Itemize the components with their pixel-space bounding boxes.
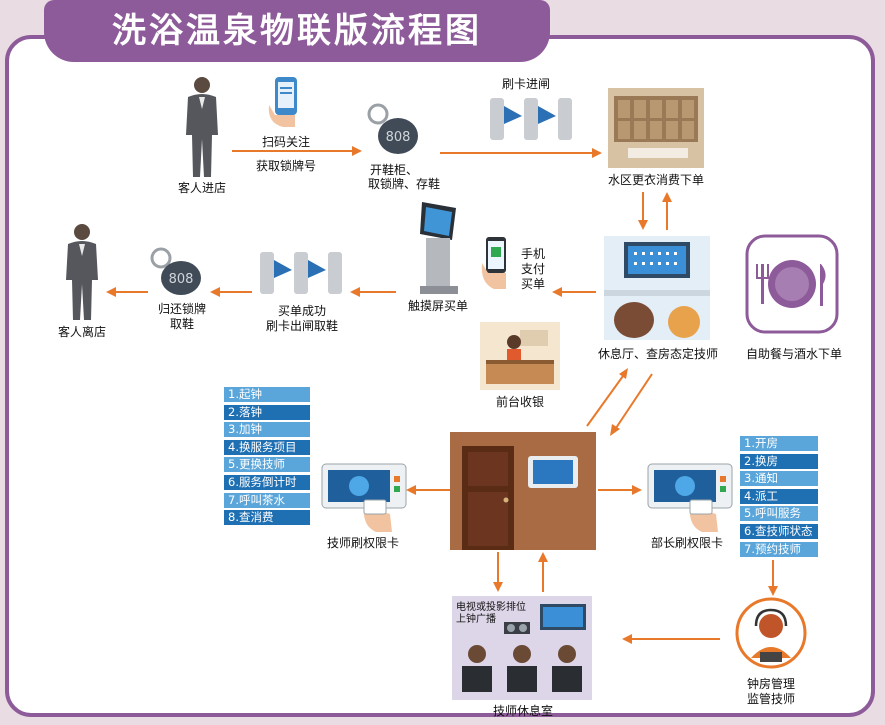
- arrow-left: [622, 634, 720, 644]
- arrow-diagonal-up: [585, 368, 631, 428]
- list-item: 2.落钟: [224, 404, 310, 420]
- arrow-diagonal-down: [608, 372, 654, 436]
- turnstile-gate-icon: [256, 248, 346, 298]
- arrow-down: [638, 192, 648, 230]
- scan-follow-label: 扫码关注: [261, 135, 310, 149]
- water-area-label: 水区更衣消费下单: [607, 173, 704, 187]
- arrow-up: [538, 552, 548, 592]
- list-item: 3.通知: [740, 471, 818, 487]
- mobile-pay-label-3: 买单: [520, 277, 545, 291]
- manager-card-terminal-icon: [646, 462, 736, 534]
- list-item: 6.查技师状态: [740, 524, 818, 539]
- tv-broadcast-label-2: 上钟广播: [456, 614, 496, 625]
- arrow-left: [106, 287, 148, 297]
- technician-lounge-scene: 电视或投影排位 上钟广播: [452, 596, 592, 700]
- list-item: 4.换服务项目: [224, 439, 310, 455]
- checkout-label-1: 买单成功: [277, 304, 326, 318]
- list-item: 5.更换技师: [224, 457, 310, 473]
- open-cabinet-label-1: 开鞋柜、: [369, 163, 418, 177]
- locker-room-photo: [608, 88, 704, 168]
- lounge-scene-icon: [604, 236, 710, 340]
- list-item: 7.呼叫茶水: [224, 492, 310, 508]
- bell-room-label-2: 监管技师: [746, 692, 795, 706]
- front-desk-label: 前台收银: [495, 395, 544, 409]
- list-item: 4.派工: [740, 488, 818, 504]
- room-door-icon: [450, 432, 596, 550]
- technician-card-label: 技师刷权限卡: [326, 536, 399, 550]
- arrow-down: [493, 552, 503, 592]
- open-cabinet-label-2: 取锁牌、存鞋: [367, 177, 440, 191]
- guest-in-label: 客人进店: [177, 181, 226, 195]
- lock-tag-number: 808: [169, 272, 194, 287]
- list-item: 1.开房: [740, 436, 818, 451]
- list-item: 1.起钟: [224, 387, 310, 402]
- arrow-left: [406, 485, 450, 495]
- lock-tag-icon: 808: [145, 245, 205, 299]
- title-banner: [44, 0, 550, 62]
- manager-card-label: 部长刷权限卡: [650, 536, 723, 550]
- return-tag-label-2: 取鞋: [169, 317, 194, 331]
- list-item: 3.加钟: [224, 422, 310, 438]
- touch-screen-label: 触摸屏买单: [407, 299, 468, 313]
- guest-out-label: 客人离店: [57, 325, 106, 339]
- tv-broadcast-label-1: 电视或投影排位: [456, 602, 526, 613]
- buffet-label: 自助餐与酒水下单: [745, 347, 842, 361]
- arrow-right: [598, 485, 642, 495]
- return-tag-label-1: 归还锁牌: [157, 302, 206, 316]
- turnstile-gate-icon: [486, 94, 576, 144]
- guest-out-icon: [60, 222, 104, 322]
- kiosk-icon: [412, 200, 462, 296]
- bell-room-label-1: 钟房管理: [746, 677, 795, 691]
- checkout-label-2: 刷卡出闸取鞋: [265, 319, 338, 333]
- list-item: 5.呼叫服务: [740, 506, 818, 522]
- arrow-left: [350, 287, 396, 297]
- get-lock-number-label: 获取锁牌号: [255, 159, 316, 173]
- list-item: 8.查消费: [224, 510, 310, 526]
- arrow-right: [232, 146, 362, 156]
- list-item: 2.换房: [740, 453, 818, 469]
- mobile-pay-label-2: 支付: [520, 262, 545, 276]
- list-item: 6.服务倒计时: [224, 475, 310, 490]
- front-desk-icon: [480, 322, 560, 390]
- technician-lounge-label: 技师休息室: [492, 704, 553, 718]
- mobile-pay-label-1: 手机: [520, 247, 545, 261]
- lock-tag-number: 808: [386, 130, 411, 145]
- list-item: 7.预约技师: [740, 541, 818, 557]
- lounge-label: 休息厅、查房态定技师: [597, 347, 718, 361]
- buffet-plate-icon: [745, 234, 839, 334]
- technician-card-terminal-icon: [320, 462, 410, 534]
- lock-tag-icon: 808: [362, 100, 422, 160]
- swipe-gate-label: 刷卡进闸: [501, 77, 550, 91]
- bell-room-operator-icon: [734, 596, 808, 670]
- arrow-down: [768, 560, 778, 596]
- mobile-pay-icon: [480, 235, 516, 291]
- arrow-up: [662, 192, 672, 230]
- page-title: 洗浴温泉物联版流程图: [112, 11, 482, 51]
- scan-phone-icon: [265, 75, 305, 130]
- arrow-right: [440, 148, 602, 158]
- diagram-frame: [5, 35, 875, 717]
- arrow-left: [210, 287, 252, 297]
- guest-in-icon: [180, 75, 224, 180]
- arrow-left: [552, 287, 596, 297]
